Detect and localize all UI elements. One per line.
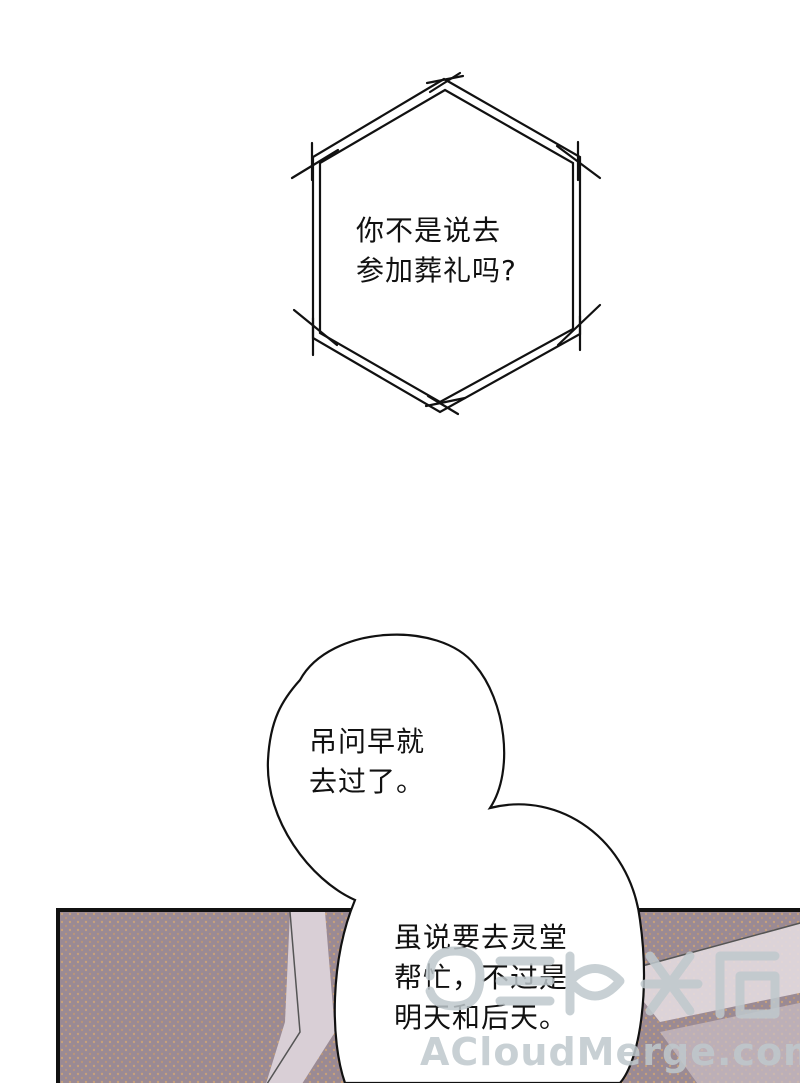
watermark-text: ACloudMerge.com [420,1030,800,1074]
cloud-bottom-line-1: 虽说要去灵堂 [394,921,569,954]
cloud-top-text: 吊问早就 去过了。 [309,722,425,802]
cloud-bottom-line-3: 明天和后天。 [394,1001,569,1034]
cloud-top-line-2: 去过了。 [309,765,426,798]
hexagon-bubble-text: 你不是说去 参加葬礼吗? [356,211,546,291]
hexagon-line-1: 你不是说去 [356,214,502,247]
watermark-logo-icon [425,946,780,1019]
cloud-top-line-1: 吊问早就 [309,725,426,758]
hexagon-line-2: 参加葬礼吗? [356,254,517,287]
